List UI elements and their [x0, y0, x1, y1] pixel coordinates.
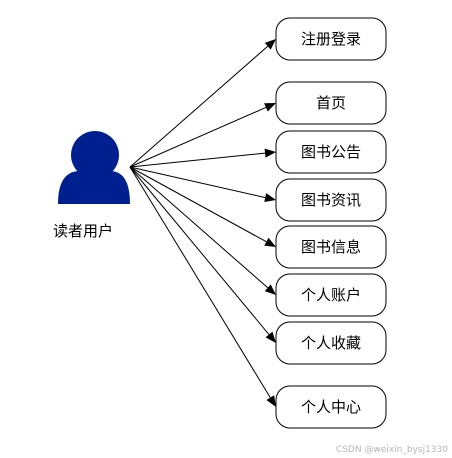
edge-to-book-news — [129, 166, 276, 202]
node-box — [275, 178, 387, 222]
node-box — [275, 130, 387, 174]
user-icon — [58, 131, 130, 204]
node-box — [275, 17, 387, 61]
edge-to-personal-center — [129, 166, 276, 407]
node-label: 注册登录 — [301, 30, 361, 48]
arrowhead — [264, 103, 276, 112]
actor-label: 读者用户 — [53, 222, 113, 240]
node-box — [275, 385, 387, 429]
arrowhead — [264, 237, 276, 247]
node-box — [275, 225, 387, 269]
node-label: 图书信息 — [301, 238, 361, 256]
node-book-info: 图书信息 — [275, 225, 387, 269]
node-box — [275, 273, 387, 317]
edge-line — [129, 166, 270, 335]
edge-line — [129, 166, 266, 199]
arrowhead — [264, 39, 276, 50]
arrowhead — [266, 395, 276, 407]
edge-line — [129, 166, 271, 398]
arrowhead — [264, 284, 276, 295]
edge-to-register-login — [129, 39, 276, 168]
node-label: 图书资讯 — [301, 191, 361, 209]
node-box — [275, 321, 387, 365]
node-personal-center: 个人中心 — [275, 385, 387, 429]
node-personal-favorites: 个人收藏 — [275, 321, 387, 365]
edge-line — [129, 166, 269, 289]
edge-to-personal-account — [129, 166, 276, 295]
edge-line — [129, 106, 267, 168]
edge-line — [129, 166, 267, 243]
edge-to-home — [129, 103, 276, 168]
arrowhead — [264, 148, 276, 158]
node-personal-account: 个人账户 — [275, 273, 387, 317]
node-register-login: 注册登录 — [275, 17, 387, 61]
node-label: 个人账户 — [301, 286, 361, 304]
watermark: CSDN @weixin_bysj1330 — [336, 445, 448, 455]
edges — [129, 39, 276, 407]
edge-to-book-notice — [129, 148, 276, 168]
node-box — [275, 81, 387, 125]
edge-to-book-info — [129, 166, 276, 247]
edge-to-personal-favorites — [129, 166, 276, 343]
node-book-news: 图书资讯 — [275, 178, 387, 222]
node-label: 图书公告 — [301, 143, 361, 161]
node-home: 首页 — [275, 81, 387, 125]
node-label: 首页 — [316, 94, 346, 112]
node-label: 个人中心 — [301, 398, 361, 416]
arrowhead — [264, 193, 276, 202]
actor-reader: 读者用户 — [53, 131, 130, 240]
node-label: 个人收藏 — [301, 334, 361, 352]
arrowhead — [265, 331, 276, 343]
edge-line — [129, 152, 266, 168]
node-book-notice: 图书公告 — [275, 130, 387, 174]
edge-line — [129, 45, 269, 168]
